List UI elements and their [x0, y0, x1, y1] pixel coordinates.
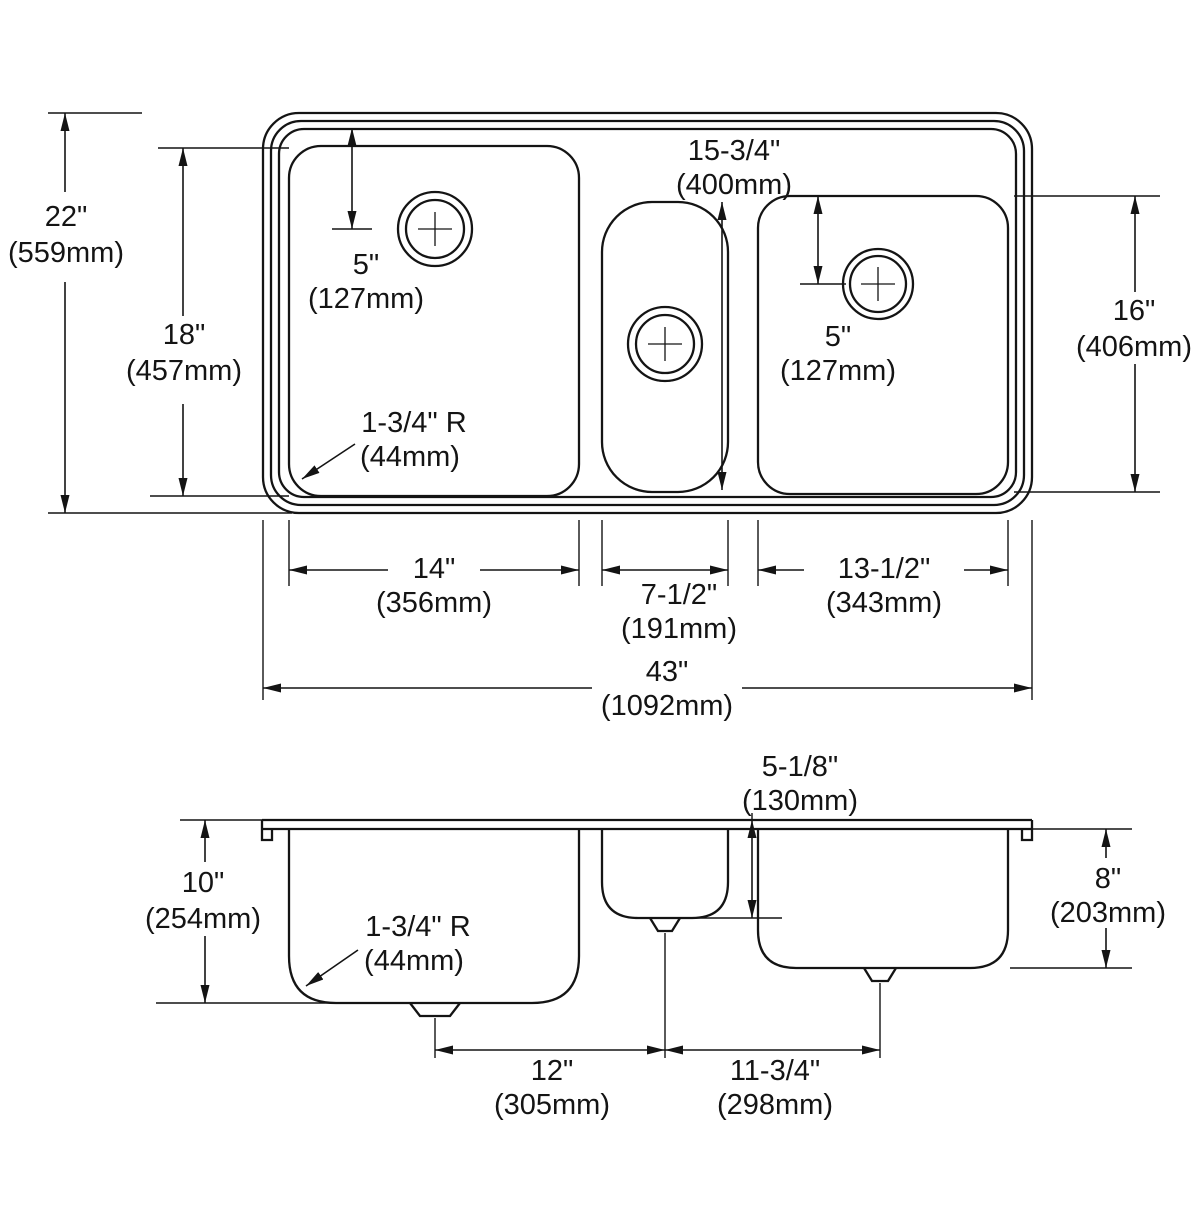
- dim-left-bowl-front-back: 18" (457mm): [126, 147, 289, 497]
- dim-overall-depth: 22" (559mm): [8, 112, 292, 514]
- dim-text-right-bowl-in: 16": [1113, 295, 1156, 327]
- dim-center-to-right-drain: 11-3/4" (298mm): [665, 1045, 880, 1121]
- dim-text-center-depth-mm: (130mm): [742, 785, 858, 817]
- right-drain-inner-circle: [848, 254, 908, 314]
- radius-mm: (44mm): [364, 945, 464, 977]
- dim-text-bowl-depth-in: 18": [163, 319, 206, 351]
- dim-text-left-depth-in: 10": [182, 867, 225, 899]
- dim-center-bowl-length: 15-3/4" (400mm): [676, 135, 792, 490]
- dim-text-overall-depth-in: 22": [45, 201, 88, 233]
- left-bowl-section: [287, 829, 581, 1005]
- dim-text-overall-width-mm: (1092mm): [601, 690, 733, 722]
- dim-text-right-drain-in: 5": [825, 321, 851, 353]
- left-bowl-drain-fitting: [409, 1002, 461, 1018]
- radius-label: 1-3/4" R: [361, 407, 466, 439]
- dim-right-bowl-depth: 8" (203mm): [1010, 828, 1166, 969]
- dim-text-center-width-mm: (191mm): [621, 613, 737, 645]
- drain-extension-lines: [434, 933, 881, 1058]
- rim-profile: [260, 818, 1034, 842]
- dim-left-to-center-drain: 12" (305mm): [435, 1045, 665, 1121]
- dim-text-center-length-mm: (400mm): [676, 169, 792, 201]
- dim-center-bowl-depth: 5-1/8" (130mm): [694, 751, 858, 919]
- dim-text-bowl-depth-mm: (457mm): [126, 355, 242, 387]
- radius-mm: (44mm): [360, 441, 460, 473]
- dim-text-right-drain-mm: (127mm): [780, 355, 896, 387]
- rim-right-lip: [1020, 820, 1034, 842]
- rim-inner-edge: [277, 127, 1018, 499]
- dim-left-bowl-depth: 10" (254mm): [145, 819, 336, 1004]
- right-bowl-drain-fitting: [863, 967, 897, 983]
- width-extension-lines: [262, 520, 1033, 700]
- dim-text-right-depth-mm: (203mm): [1050, 897, 1166, 929]
- dim-text-drain-spacing-right-in: 11-3/4": [730, 1055, 820, 1087]
- dim-text-left-drain-mm: (127mm): [308, 283, 424, 315]
- rim-outer-edge: [261, 111, 1034, 515]
- center-bowl-outline: [600, 200, 730, 494]
- top-view: 22" (559mm) 18" (457mm) 5" (127mm) 15-3/…: [8, 111, 1192, 722]
- dim-right-bowl-front-back: 16" (406mm): [1014, 195, 1192, 493]
- center-bowl-drain-fitting: [649, 917, 681, 933]
- dim-text-drain-spacing-left-in: 12": [531, 1055, 574, 1087]
- dim-center-bowl-width: 7-1/2" (191mm): [602, 565, 737, 645]
- dim-text-left-drain-in: 5": [353, 249, 379, 281]
- callout-corner-radius-top: 1-3/4" R (44mm): [301, 407, 467, 480]
- center-drain: [626, 305, 704, 383]
- right-bowl-outline: [756, 194, 1010, 496]
- dim-text-overall-width-in: 43": [646, 656, 689, 688]
- dim-text-right-depth-in: 8": [1095, 863, 1121, 895]
- dim-text-right-width-mm: (343mm): [826, 587, 942, 619]
- dim-text-left-width-mm: (356mm): [376, 587, 492, 619]
- right-bowl-section: [756, 829, 1010, 970]
- side-view: 5-1/8" (130mm) 10" (254mm) 8" (203mm) 1: [145, 751, 1166, 1121]
- left-drain-outer-circle: [396, 190, 474, 268]
- dim-text-right-width-in: 13-1/2": [838, 553, 931, 585]
- dim-text-left-width-in: 14": [413, 553, 456, 585]
- dim-left-bowl-width: 14" (356mm): [289, 553, 579, 619]
- dim-text-right-bowl-mm: (406mm): [1076, 331, 1192, 363]
- dim-text-drain-spacing-left-mm: (305mm): [494, 1089, 610, 1121]
- right-drain: [841, 247, 915, 321]
- center-drain-inner-circle: [634, 313, 696, 375]
- rim-middle-edge: [269, 119, 1026, 507]
- dim-left-drain-offset: 5" (127mm): [308, 128, 424, 315]
- leader-line: [305, 949, 359, 987]
- left-bowl-outline: [287, 144, 581, 498]
- left-drain-inner-circle: [404, 198, 466, 260]
- dim-text-center-width-in: 7-1/2": [641, 579, 717, 611]
- dim-text-left-depth-mm: (254mm): [145, 903, 261, 935]
- center-bowl-section: [600, 829, 730, 920]
- dim-text-center-length-in: 15-3/4": [688, 135, 781, 167]
- dim-right-drain-offset: 5" (127mm): [780, 196, 896, 387]
- callout-corner-radius-side: 1-3/4" R (44mm): [305, 911, 471, 987]
- sink-rim-outline: [261, 111, 1034, 515]
- center-drain-outer-circle: [626, 305, 704, 383]
- radius-label: 1-3/4" R: [365, 911, 470, 943]
- dim-text-drain-spacing-right-mm: (298mm): [717, 1089, 833, 1121]
- dim-overall-width: 43" (1092mm): [263, 656, 1032, 722]
- leader-line: [301, 443, 356, 480]
- dim-text-center-depth-in: 5-1/8": [762, 751, 838, 783]
- dim-right-bowl-width: 13-1/2" (343mm): [758, 553, 1008, 619]
- dim-text-overall-depth-mm: (559mm): [8, 237, 124, 269]
- left-drain: [396, 190, 474, 268]
- rim-left-lip: [260, 820, 274, 842]
